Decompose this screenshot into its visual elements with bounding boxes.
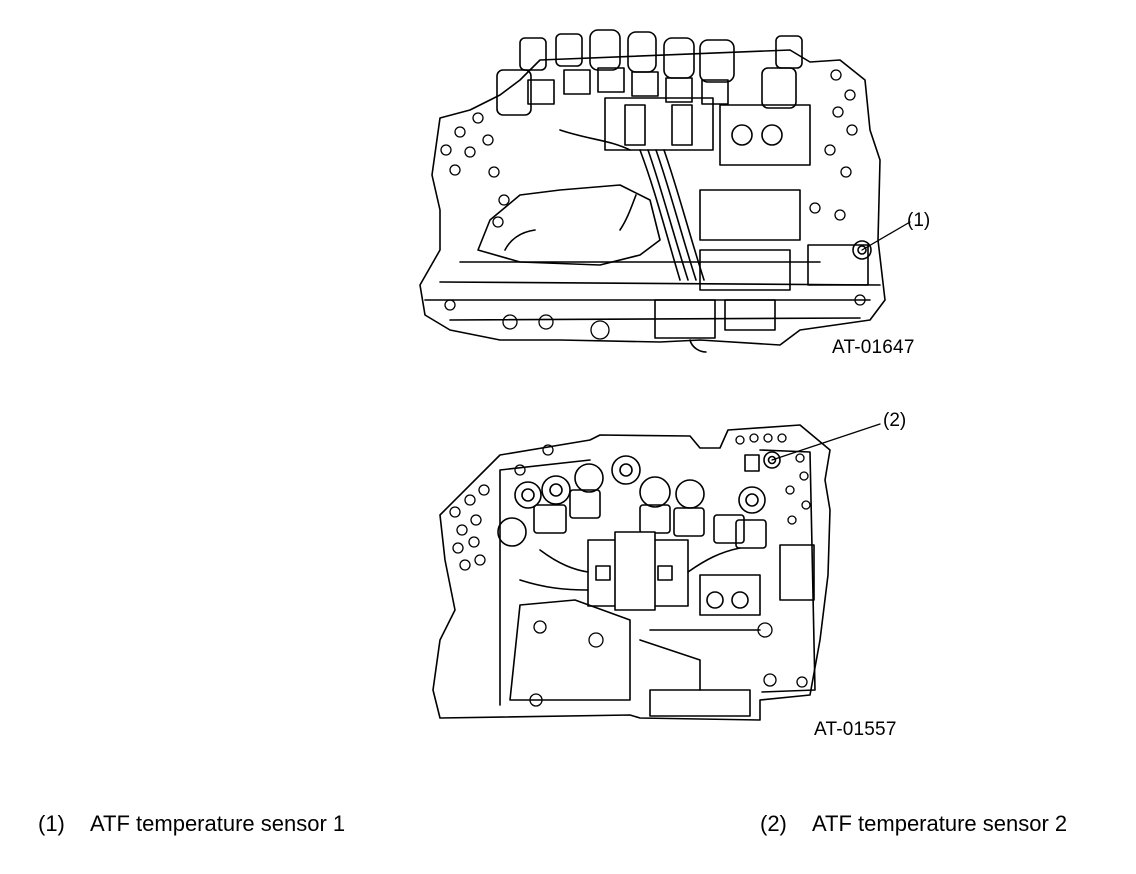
legend-number: (2) (760, 811, 787, 836)
valve-body-top-view (432, 424, 831, 721)
callout-label-2: (2) (883, 410, 907, 431)
legend-number: (1) (38, 811, 65, 836)
legend-text: ATF temperature sensor 1 (90, 811, 346, 836)
legend-item-1: (1) ATF temperature sensor 1 (38, 813, 345, 835)
callout-label-1: (1) (907, 210, 931, 231)
bolt-holes-top (440, 69, 866, 340)
solenoid-row (496, 29, 803, 116)
figure-id-1: AT-01647 (832, 337, 915, 358)
valve-body-side-view (419, 29, 886, 353)
bolt-holes-bottom (449, 433, 811, 707)
legend-item-2: (2) ATF temperature sensor 2 (760, 813, 1067, 835)
solenoid-cluster (497, 455, 767, 549)
figure-id-2: AT-01557 (814, 719, 897, 740)
callout-leader-2 (771, 423, 881, 461)
callout-leader-1 (861, 221, 911, 251)
legend-text: ATF temperature sensor 2 (812, 811, 1068, 836)
